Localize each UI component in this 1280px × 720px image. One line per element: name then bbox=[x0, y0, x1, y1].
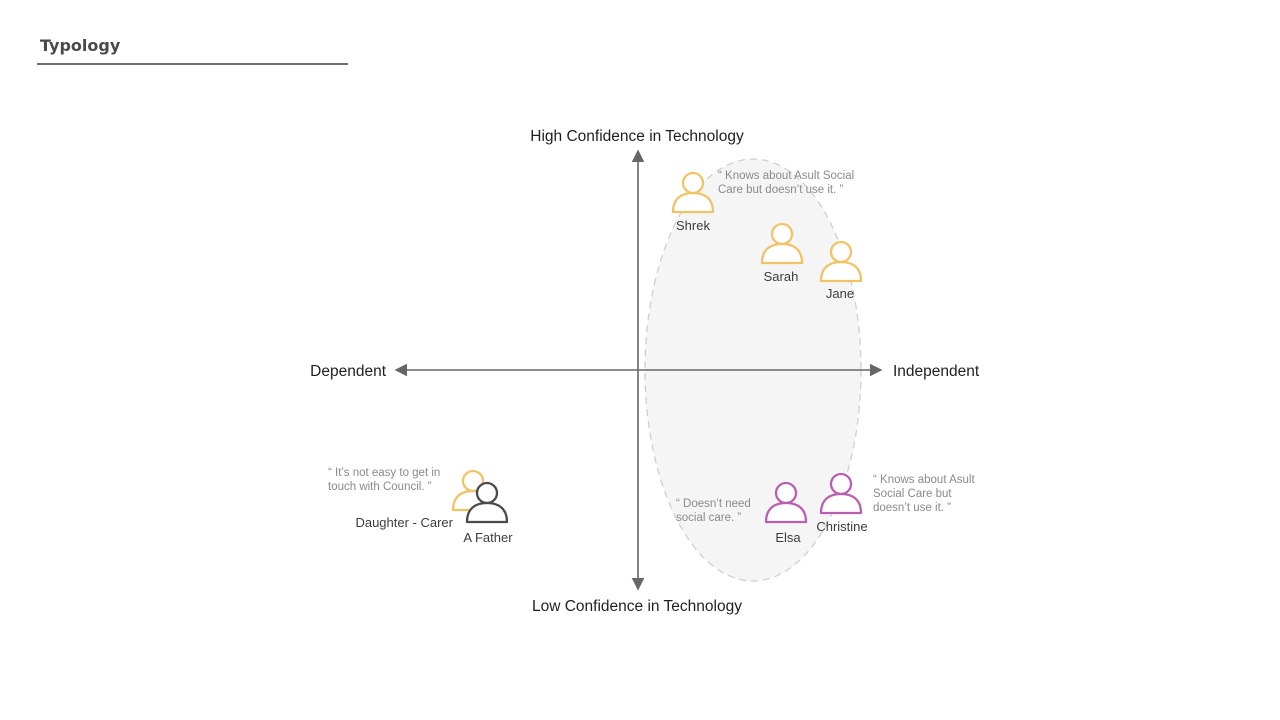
axis-label-right: Independent bbox=[893, 363, 980, 380]
quote-line: Care but doesn’t use it. ” bbox=[718, 184, 843, 196]
quote-line: Social Care but bbox=[873, 488, 952, 500]
page-title: Typology bbox=[40, 36, 121, 55]
title-divider bbox=[37, 63, 348, 65]
quote-line: “ Doesn’t need bbox=[676, 498, 751, 510]
quote-christine: “ Knows about Asult Social Care but does… bbox=[873, 474, 978, 514]
persona-name-christine: Christine bbox=[816, 519, 867, 534]
quote-line: social care. ” bbox=[676, 512, 741, 524]
persona-elsa-icon bbox=[764, 481, 808, 524]
persona-sarah-icon bbox=[760, 222, 804, 265]
quote-line: “ Knows about Asult bbox=[873, 474, 975, 486]
quote-line: “ Knows about Asult Social bbox=[718, 170, 854, 182]
axis-label-bottom: Low Confidence in Technology bbox=[532, 598, 742, 615]
quote-elsa: “ Doesn’t need social care. ” bbox=[676, 498, 754, 524]
axis-label-top: High Confidence in Technology bbox=[530, 128, 744, 145]
persona-name-sarah: Sarah bbox=[764, 269, 799, 284]
persona-name-jane: Jane bbox=[826, 286, 854, 301]
persona-christine-icon bbox=[819, 472, 863, 515]
persona-jane-icon bbox=[819, 240, 863, 283]
persona-shrek-icon bbox=[671, 171, 715, 214]
quote-line: touch with Council. ” bbox=[328, 481, 432, 493]
quote-line: “ It’s not easy to get in bbox=[328, 467, 440, 479]
quote-shrek: “ Knows about Asult Social Care but does… bbox=[718, 170, 857, 196]
persona-name-shrek: Shrek bbox=[676, 218, 710, 233]
persona-name-daughter-carer: Daughter - Carer bbox=[355, 515, 453, 530]
persona-a-father-icon bbox=[465, 481, 509, 524]
persona-name-elsa: Elsa bbox=[775, 530, 801, 545]
quote-line: doesn’t use it. ” bbox=[873, 502, 951, 514]
axis-label-left: Dependent bbox=[310, 363, 387, 380]
persona-name-a-father: A Father bbox=[463, 530, 513, 545]
quote-carer: “ It’s not easy to get in touch with Cou… bbox=[328, 467, 444, 493]
